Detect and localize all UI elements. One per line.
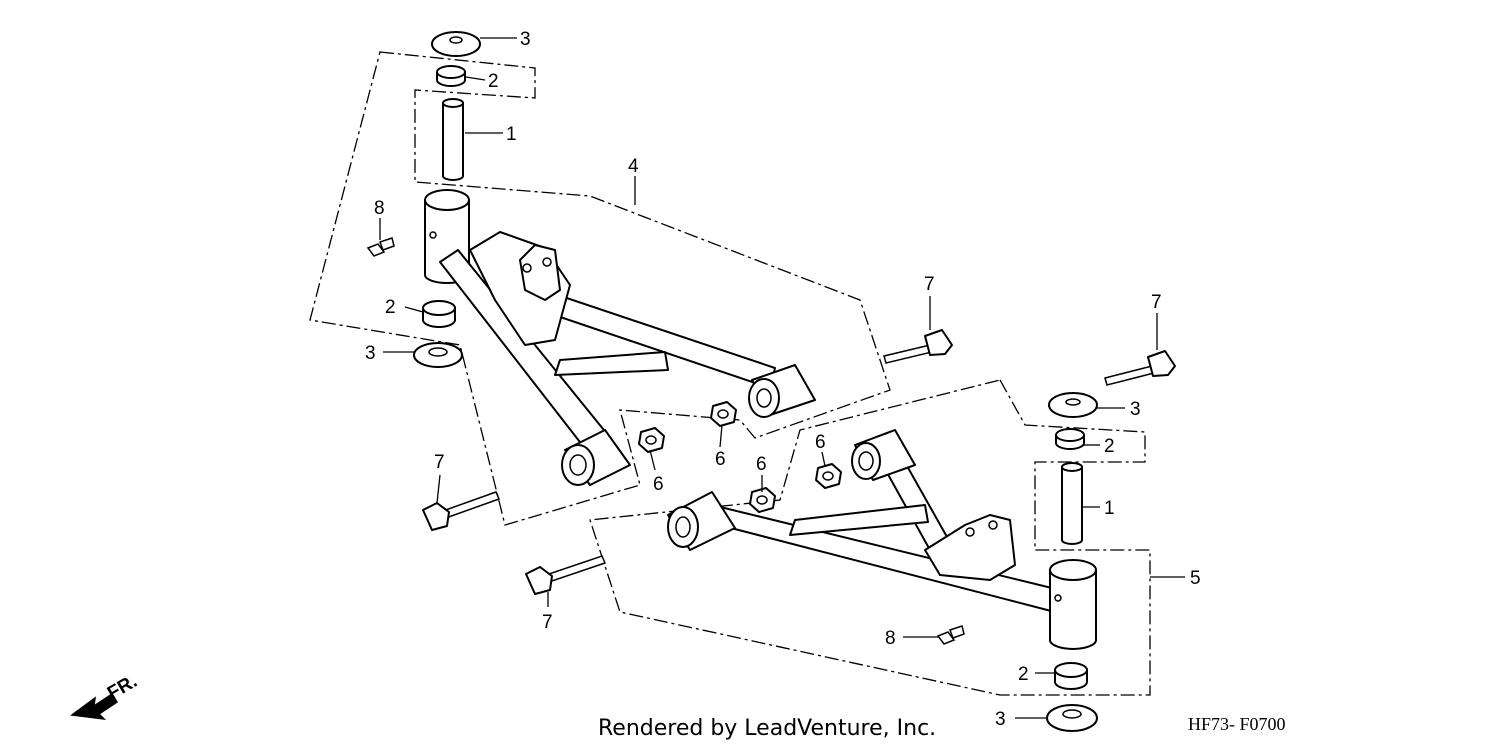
seal-top-left xyxy=(436,65,466,87)
front-direction-arrow-icon xyxy=(70,692,119,721)
seal-bottom-right xyxy=(1054,662,1088,690)
callout-bolt-lower-left: 7 xyxy=(542,612,553,633)
callout-seal-bottom-right: 2 xyxy=(1018,664,1029,685)
callout-bolt-upper-right-a: 7 xyxy=(924,274,935,295)
washer-bottom-right xyxy=(1046,704,1098,732)
group-outline-upper-left xyxy=(309,51,891,526)
diagram-code: HF73- F0700 xyxy=(1188,714,1286,734)
callout-grease-fitting-lower: 8 xyxy=(885,628,896,649)
bolt-lower-left xyxy=(525,555,607,595)
group-outline-lower-right xyxy=(589,379,1151,696)
callout-nut-2: 6 xyxy=(715,449,726,470)
bolt-left xyxy=(422,491,501,531)
callout-washer-mid-left: 3 xyxy=(365,343,376,364)
callout-nut-4: 6 xyxy=(815,432,826,453)
seal-mid-left xyxy=(422,300,456,328)
washer-mid-left xyxy=(413,342,463,368)
upper-arm-shock-bracket xyxy=(469,231,571,346)
nut-2 xyxy=(710,401,737,427)
lower-arm-shock-bracket xyxy=(924,514,1016,581)
upper-arm-rear-bushing xyxy=(748,364,816,418)
grease-fitting-lower xyxy=(936,625,965,645)
bolt-upper-right-a xyxy=(883,329,953,364)
nut-1 xyxy=(638,427,665,453)
callout-grease-fitting-upper: 8 xyxy=(374,198,385,219)
callout-washer-top-right: 3 xyxy=(1130,399,1141,420)
callout-nut-3: 6 xyxy=(756,454,767,475)
callout-washer-bottom-right: 3 xyxy=(995,709,1006,730)
callout-lower-arm-assembly: 5 xyxy=(1190,568,1201,589)
seal-top-right xyxy=(1055,428,1085,450)
washer-top-left xyxy=(431,31,481,57)
collar-upper xyxy=(442,98,464,181)
nut-4 xyxy=(815,463,842,489)
callout-nut-1: 6 xyxy=(653,474,664,495)
bolt-upper-right-b xyxy=(1104,350,1176,386)
nut-3 xyxy=(749,487,776,513)
grease-fitting-upper xyxy=(366,237,395,257)
lower-arm-rear-bushing xyxy=(851,429,916,481)
callout-washer-top-left: 3 xyxy=(520,29,531,50)
callout-bolt-left: 7 xyxy=(434,452,445,473)
render-credit: Rendered by LeadVenture, Inc. xyxy=(598,716,937,741)
callout-bolt-upper-right-b: 7 xyxy=(1151,292,1162,313)
callout-seal-mid-left: 2 xyxy=(385,297,396,318)
callout-collar-upper: 1 xyxy=(506,124,517,145)
callout-seal-top-left: 2 xyxy=(488,71,499,92)
leader-lines xyxy=(379,37,1185,719)
callout-upper-arm-assembly: 4 xyxy=(628,156,639,177)
upper-arm-front-bushing xyxy=(561,429,631,486)
washer-top-right xyxy=(1048,392,1098,418)
lower-arm-pivot-collar xyxy=(1049,559,1097,650)
callout-collar-lower: 1 xyxy=(1104,498,1115,519)
lower-arm-front-bushing xyxy=(667,491,736,551)
collar-lower xyxy=(1061,462,1083,545)
callout-seal-top-right: 2 xyxy=(1104,436,1115,457)
